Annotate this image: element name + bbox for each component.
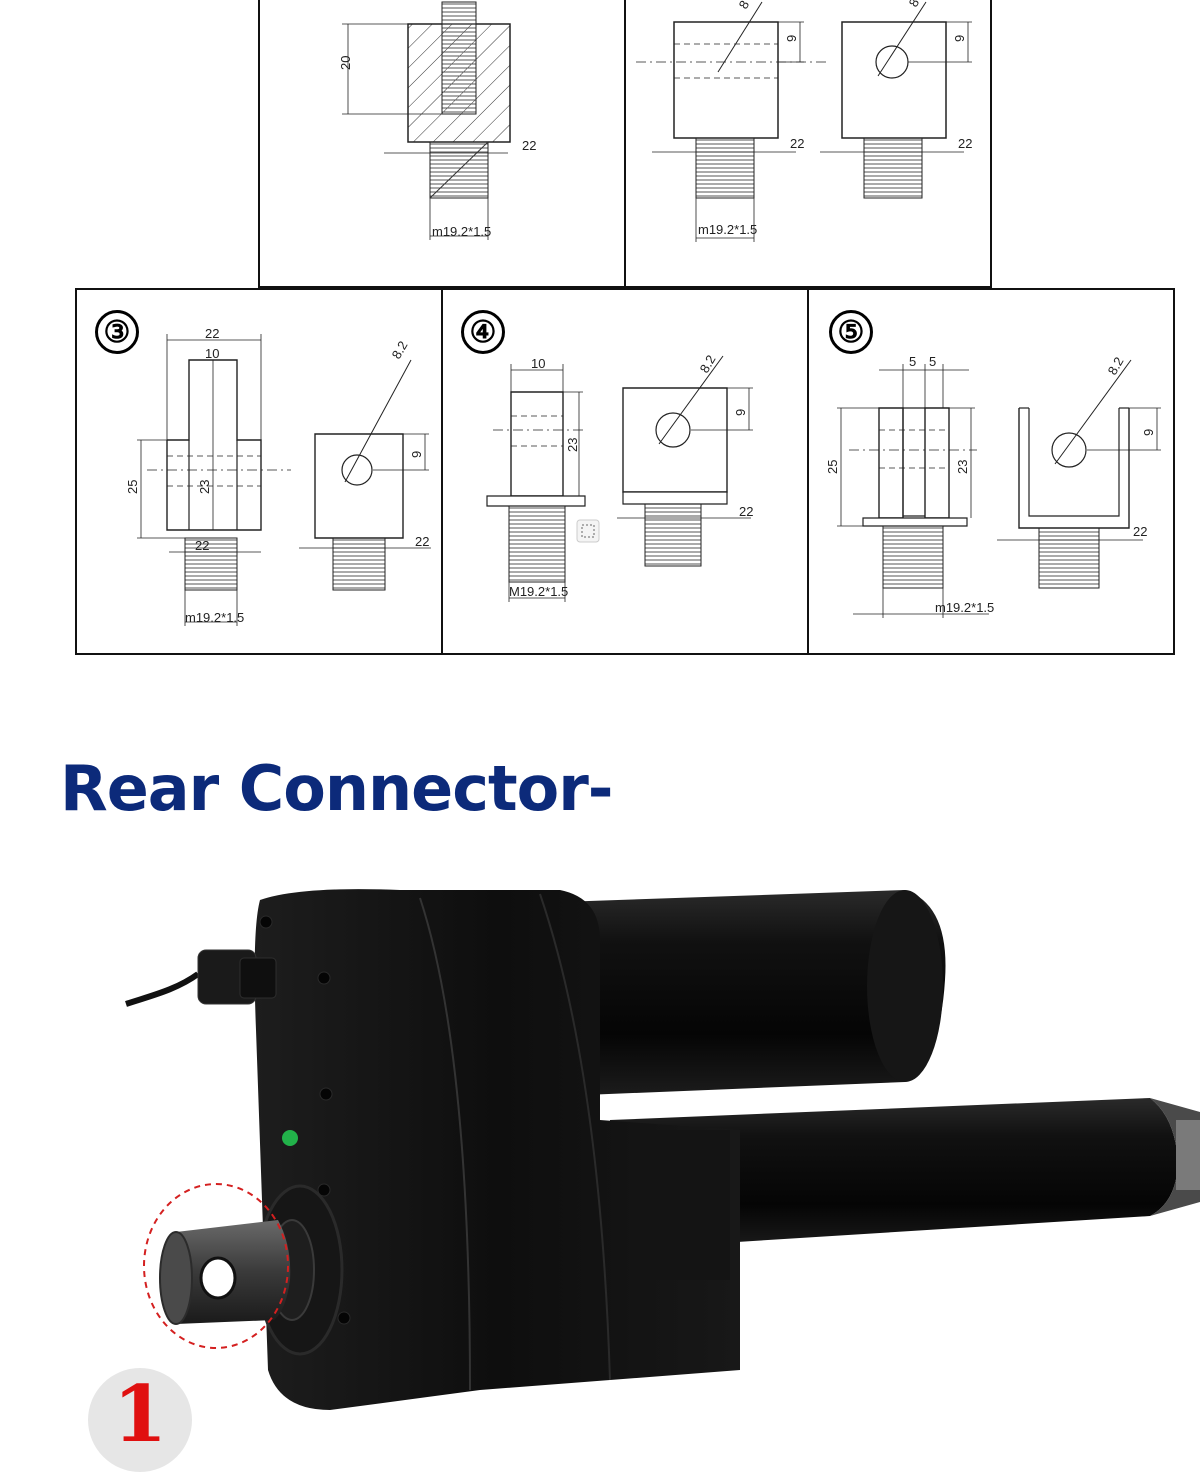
- dim-8-2-label: 8.2: [1105, 354, 1127, 377]
- linear-actuator-illustration: [125, 889, 1200, 1410]
- dim-9-label: 9: [733, 409, 748, 416]
- dim-10-label: 10: [531, 356, 545, 371]
- dim-22-bottom-label: 22: [195, 538, 209, 553]
- thread-spec-label: m19.2*1.5: [432, 224, 491, 239]
- dim-9-label-b: 9: [952, 35, 967, 42]
- dim-20-label: 20: [338, 56, 353, 70]
- panel-number-badge-3: ③: [95, 310, 139, 354]
- dim-9-label-a: 9: [784, 35, 799, 42]
- thread-spec-label: m19.2*1.5: [935, 600, 994, 615]
- dim-22-side-label: 22: [415, 534, 429, 549]
- dim-8-label-b: 8: [906, 0, 923, 9]
- rear-connector-highlight: [143, 1183, 289, 1349]
- connector-drawing-3: 22 10 25 23 22 m19.2*1.5 8.2 9 22: [125, 326, 445, 657]
- connector-drawing-5: 5 5 25 23 m19.2*1.5 8.2 9 22: [825, 354, 1177, 657]
- connector-drawing-4: 10 23 M19.2*1.5 8.2 9 22: [443, 352, 753, 657]
- thread-spec-label: m19.2*1.5: [185, 610, 244, 625]
- dim-8-label: 8: [736, 0, 753, 11]
- item-number-badge: 1: [88, 1368, 192, 1472]
- image-overlay-icon: [577, 520, 599, 542]
- dim-25-label: 25: [825, 460, 840, 474]
- dim-22-label: 22: [739, 504, 753, 519]
- drawing-panel-5: ⑤ 5 5 25 23 m19.2*1.5: [807, 288, 1175, 655]
- clevis-hole: [199, 1256, 237, 1300]
- drawing-panel-4: ④ 10 23 M19.2*1.5: [441, 288, 809, 655]
- section-heading: Rear Connector-: [60, 752, 614, 825]
- dim-9-label: 9: [1141, 429, 1156, 436]
- connector-drawing-2: 8 9 22 m19.2*1.5 8 9 22: [626, 0, 972, 290]
- dim-23-label: 23: [955, 460, 970, 474]
- drawing-panel-3: ③ 22 10 25 23 22 m19.2*1.5: [75, 288, 443, 655]
- panel-number-badge-4: ④: [461, 310, 505, 354]
- drawing-panel-1: 20 22 m19.2*1.5: [258, 0, 626, 288]
- dim-22-top-label: 22: [205, 326, 219, 341]
- dim-5-label-a: 5: [909, 354, 916, 369]
- thread-spec-label: m19.2*1.5: [698, 222, 757, 237]
- dim-22-label: 22: [522, 138, 536, 153]
- dim-25-label: 25: [125, 480, 140, 494]
- thread-spec-label: M19.2*1.5: [509, 584, 568, 599]
- dim-8-2-label: 8.2: [389, 338, 411, 361]
- dim-9-label: 9: [409, 451, 424, 458]
- dim-23-label: 23: [565, 438, 580, 452]
- dim-22-label-a: 22: [790, 136, 804, 151]
- connector-drawing-1: 20 22 m19.2*1.5: [338, 0, 536, 290]
- panel-number-badge-5: ⑤: [829, 310, 873, 354]
- dim-22-label: 22: [1133, 524, 1147, 539]
- actuator-photo: [0, 850, 1200, 1452]
- item-number-label: 1: [112, 1369, 168, 1460]
- dim-23-label: 23: [197, 480, 212, 494]
- dim-5-label-b: 5: [929, 354, 936, 369]
- status-led: [282, 1130, 298, 1146]
- drawing-panel-2: 8 9 22 m19.2*1.5 8 9 22: [624, 0, 992, 288]
- dim-8-2-label: 8.2: [697, 352, 719, 375]
- dim-22-label-b: 22: [958, 136, 972, 151]
- dim-10-label: 10: [205, 346, 219, 361]
